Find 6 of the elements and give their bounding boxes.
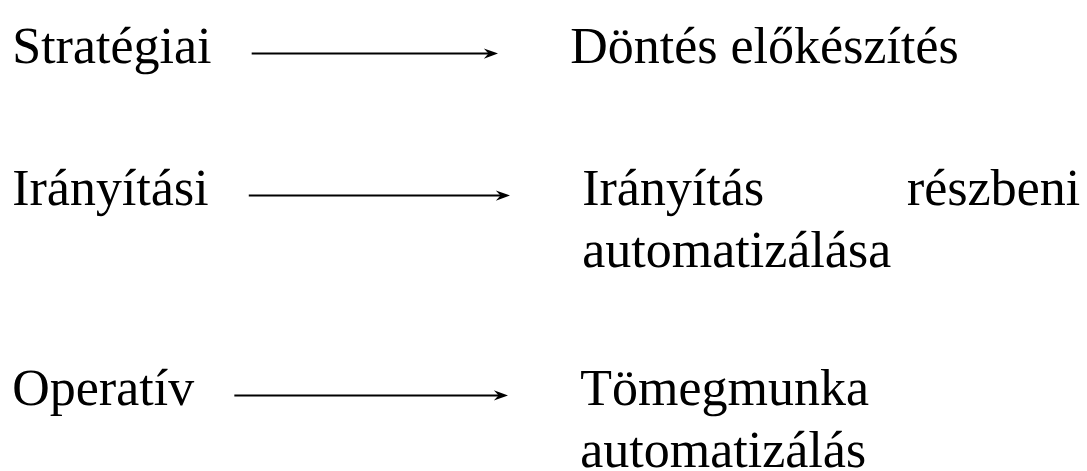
- function-text: Döntés előkészítés: [571, 26, 957, 64]
- level-label: Operatív: [14, 368, 195, 417]
- function-text: Irányítás részbeni automatizálása: [584, 168, 1080, 268]
- level-label: Irányítási: [14, 168, 208, 217]
- function-text: Tömegmunka automatizálás: [581, 368, 869, 468]
- level-label: Stratégiai: [15, 26, 211, 75]
